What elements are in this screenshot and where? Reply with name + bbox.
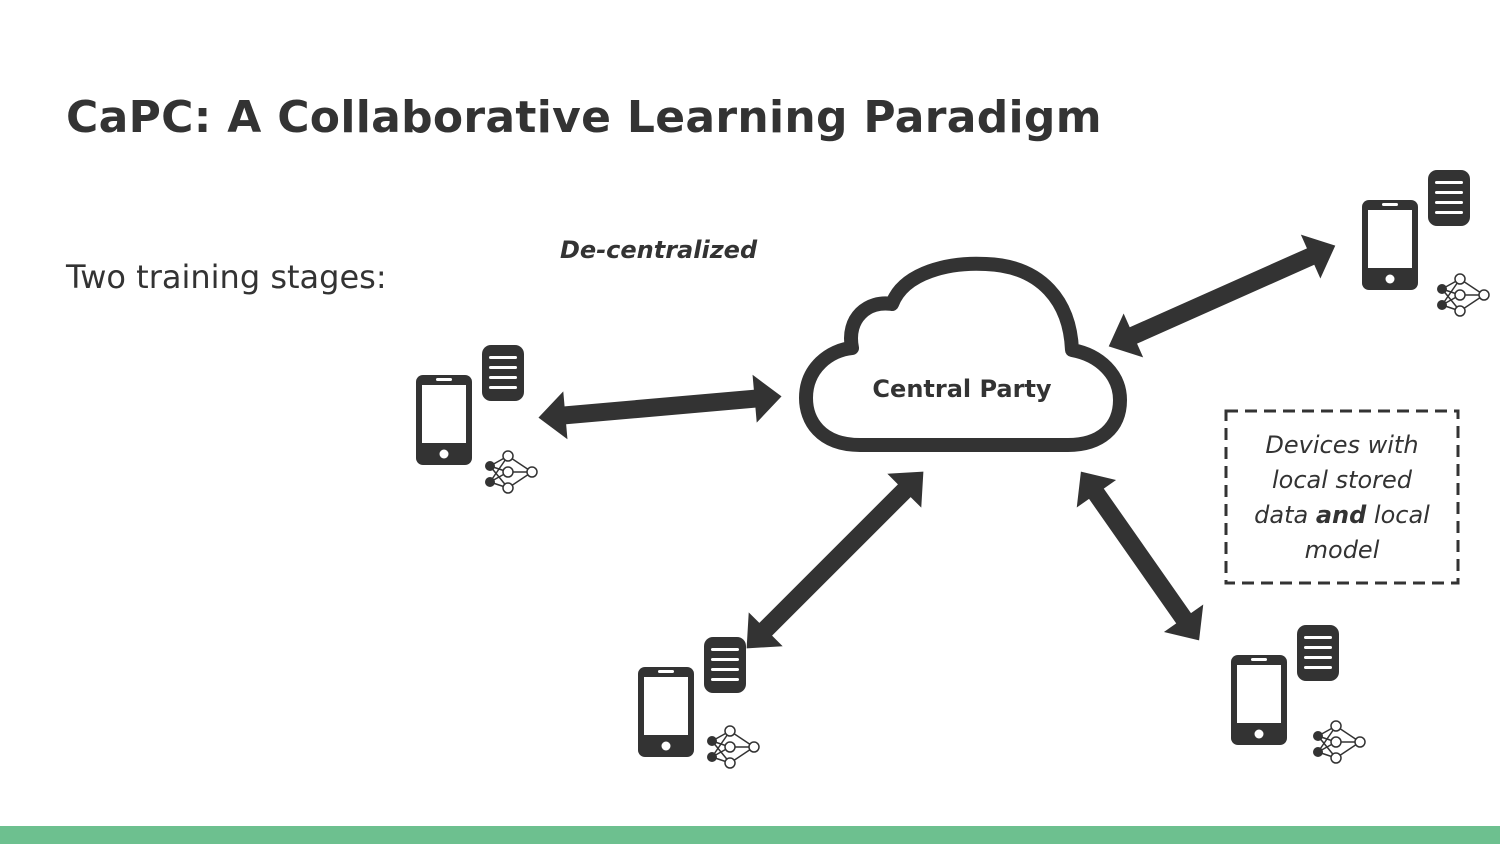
legend-line-3-start: data: [1254, 501, 1316, 529]
slide-title: CaPC: A Collaborative Learning Paradigm: [66, 92, 1102, 143]
bidirectional-arrow-bottom-right: [1076, 471, 1204, 641]
legend-line-3-bold: and: [1316, 501, 1367, 529]
neural-network-icon: [484, 450, 538, 494]
stage-label: De-centralized: [560, 236, 758, 264]
legend-line-2: local stored: [1272, 466, 1413, 494]
smartphone-icon: [1231, 655, 1287, 745]
device-bottom-left: [638, 637, 760, 769]
bidirectional-arrow-left: [538, 374, 782, 440]
device-bottom-right: [1231, 625, 1366, 764]
smartphone-icon: [416, 375, 472, 465]
footer-bar: [0, 826, 1500, 844]
central-party-label: Central Party: [872, 375, 1052, 403]
central-party-cloud: Central Party: [799, 256, 1127, 452]
database-icon: [1428, 170, 1470, 226]
database-icon: [482, 345, 524, 401]
neural-network-icon: [706, 725, 760, 769]
bidirectional-arrow-bottom-left: [746, 471, 924, 649]
legend-line-3: data and local: [1254, 501, 1430, 529]
cloud-icon: [799, 256, 1127, 452]
device-top-right: [1362, 170, 1490, 317]
database-icon: [704, 637, 746, 693]
legend-line-4: model: [1305, 536, 1380, 564]
neural-network-icon: [1312, 720, 1366, 764]
bidirectional-arrow-top-right: [1108, 234, 1336, 358]
slide-subtitle: Two training stages:: [66, 258, 387, 296]
legend-line-1: Devices with: [1265, 431, 1418, 459]
database-icon: [1297, 625, 1339, 681]
legend-line-3-end: local: [1366, 501, 1430, 529]
neural-network-icon: [1436, 273, 1490, 317]
arrows: [538, 234, 1336, 649]
smartphone-icon: [638, 667, 694, 757]
device-left: [416, 345, 538, 494]
smartphone-icon: [1362, 200, 1418, 290]
legend-box: Devices with local stored data and local…: [1224, 409, 1460, 585]
